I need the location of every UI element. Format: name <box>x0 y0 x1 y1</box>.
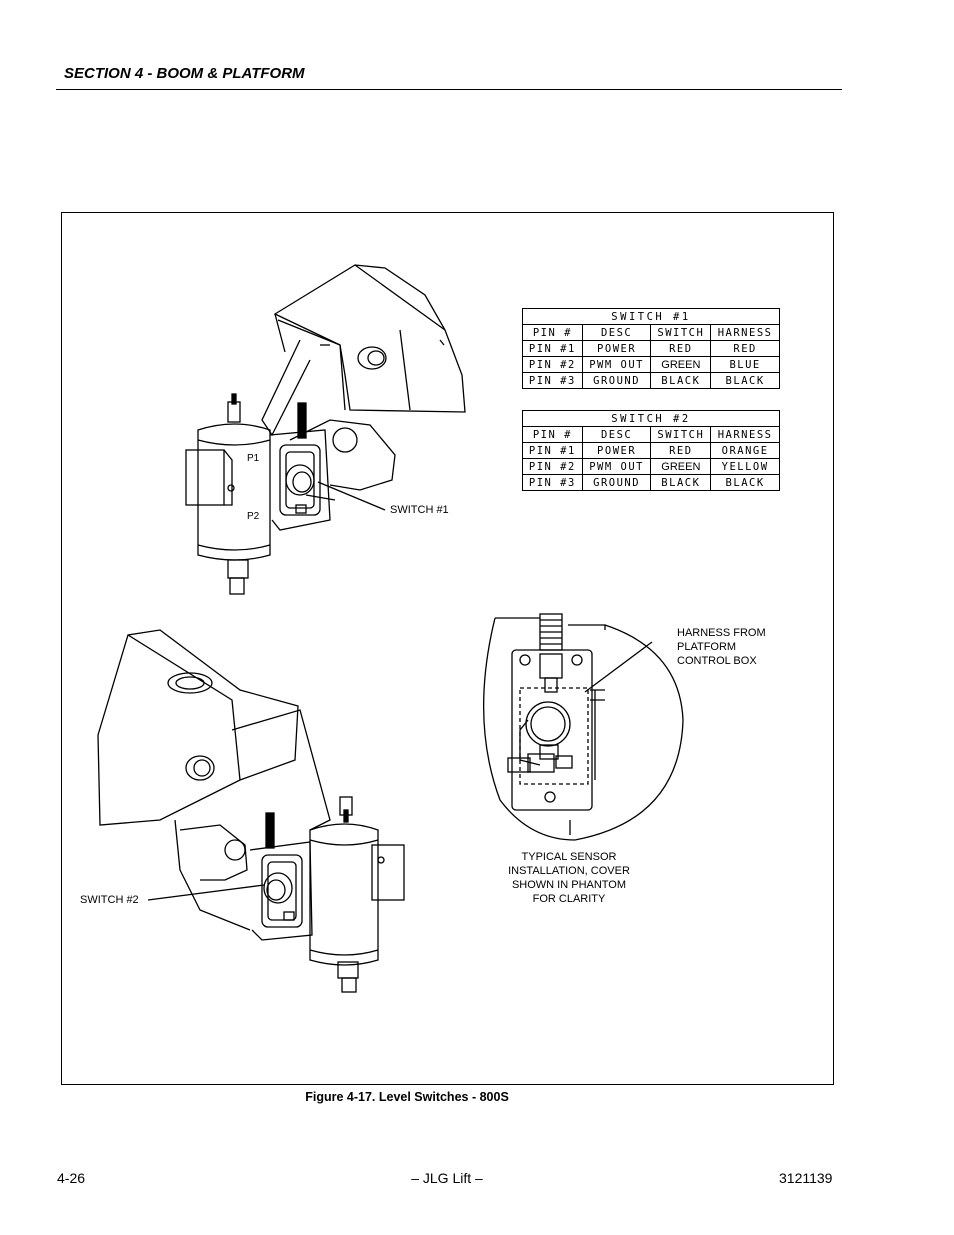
table-cell: SWITCH <box>650 426 712 443</box>
table-cell: RED <box>710 340 780 357</box>
table-cell: BLACK <box>650 474 712 491</box>
table-cell: POWER <box>581 340 652 357</box>
figure-frame <box>61 212 834 1085</box>
table-cell: PIN #3 <box>522 372 583 389</box>
table-cell: PIN # <box>522 426 583 443</box>
table-title: SWITCH #2 <box>522 410 780 427</box>
table-cell: GREEN <box>650 458 712 475</box>
table-cell: GREEN <box>650 356 712 373</box>
table-cell: PWM OUT <box>581 356 652 373</box>
table-cell: ORANGE <box>710 442 780 459</box>
table-cell: PIN #2 <box>522 458 583 475</box>
table-cell: HARNESS <box>710 324 780 341</box>
table-row: PIN #1 POWER RED ORANGE <box>522 442 780 459</box>
table-cell: POWER <box>581 442 652 459</box>
figure-caption-text: Figure 4-17. Level Switches - 800S <box>305 1090 509 1104</box>
table-row: PIN #2 PWM OUT GREEN BLUE <box>522 356 780 373</box>
upper-switch-drawing <box>185 393 336 595</box>
switch1-pin-table: SWITCH #1 PIN # DESC SWITCH HARNESS PIN … <box>522 308 780 389</box>
figure-caption: Figure 4-17. Level Switches - 800S <box>0 1090 954 1104</box>
typical-installation-label: TYPICAL SENSOR INSTALLATION, COVER SHOWN… <box>508 851 630 905</box>
p1-marking: P1 <box>247 453 260 464</box>
table-cell: PIN # <box>522 324 583 341</box>
table-title: SWITCH #1 <box>522 308 780 325</box>
table-row: PIN #2 PWM OUT GREEN YELLOW <box>522 458 780 475</box>
p2-marking: P2 <box>247 511 260 522</box>
document-number: 3121139 <box>779 1170 833 1186</box>
table-cell: GROUND <box>581 474 652 491</box>
table-cell: PIN #1 <box>522 442 583 459</box>
table-cell: PIN #1 <box>522 340 583 357</box>
section-title: SECTION 4 - BOOM & PLATFORM <box>64 65 305 82</box>
table-cell: BLACK <box>710 372 780 389</box>
table-cell: SWITCH <box>650 324 712 341</box>
table-row: PIN #3 GROUND BLACK BLACK <box>522 372 780 389</box>
table-cell: PIN #2 <box>522 356 583 373</box>
table-header-row: PIN # DESC SWITCH HARNESS <box>522 426 780 443</box>
table-cell: GROUND <box>581 372 652 389</box>
detail-view-drawing <box>483 613 684 841</box>
table-cell: BLACK <box>710 474 780 491</box>
footer-brand: – JLG Lift – <box>411 1170 483 1186</box>
table-cell: PWM OUT <box>581 458 652 475</box>
lower-switch-drawing <box>249 796 405 993</box>
page-number: 4-26 <box>57 1170 86 1186</box>
table-cell: RED <box>650 340 712 357</box>
harness-leader <box>584 641 653 693</box>
switch2-pin-table: SWITCH #2 PIN # DESC SWITCH HARNESS PIN … <box>522 410 780 491</box>
upper-bracket-drawing <box>261 264 466 491</box>
table-cell: DESC <box>581 324 652 341</box>
switch2-label: SWITCH #2 <box>80 894 139 906</box>
harness-label: HARNESS FROM PLATFORM CONTROL BOX <box>677 627 766 667</box>
lower-bracket-drawing <box>97 629 331 931</box>
table-row: PIN #1 POWER RED RED <box>522 340 780 357</box>
header-rule <box>56 89 842 90</box>
table-cell: BLACK <box>650 372 712 389</box>
table-cell: RED <box>650 442 712 459</box>
switch1-label: SWITCH #1 <box>390 504 449 516</box>
table-cell: PIN #3 <box>522 474 583 491</box>
switch2-leader <box>147 884 265 901</box>
switch1-leader <box>317 481 386 511</box>
table-cell: BLUE <box>710 356 780 373</box>
table-row: PIN #3 GROUND BLACK BLACK <box>522 474 780 491</box>
table-cell: DESC <box>581 426 652 443</box>
table-cell: HARNESS <box>710 426 780 443</box>
table-header-row: PIN # DESC SWITCH HARNESS <box>522 324 780 341</box>
table-cell: YELLOW <box>710 458 780 475</box>
